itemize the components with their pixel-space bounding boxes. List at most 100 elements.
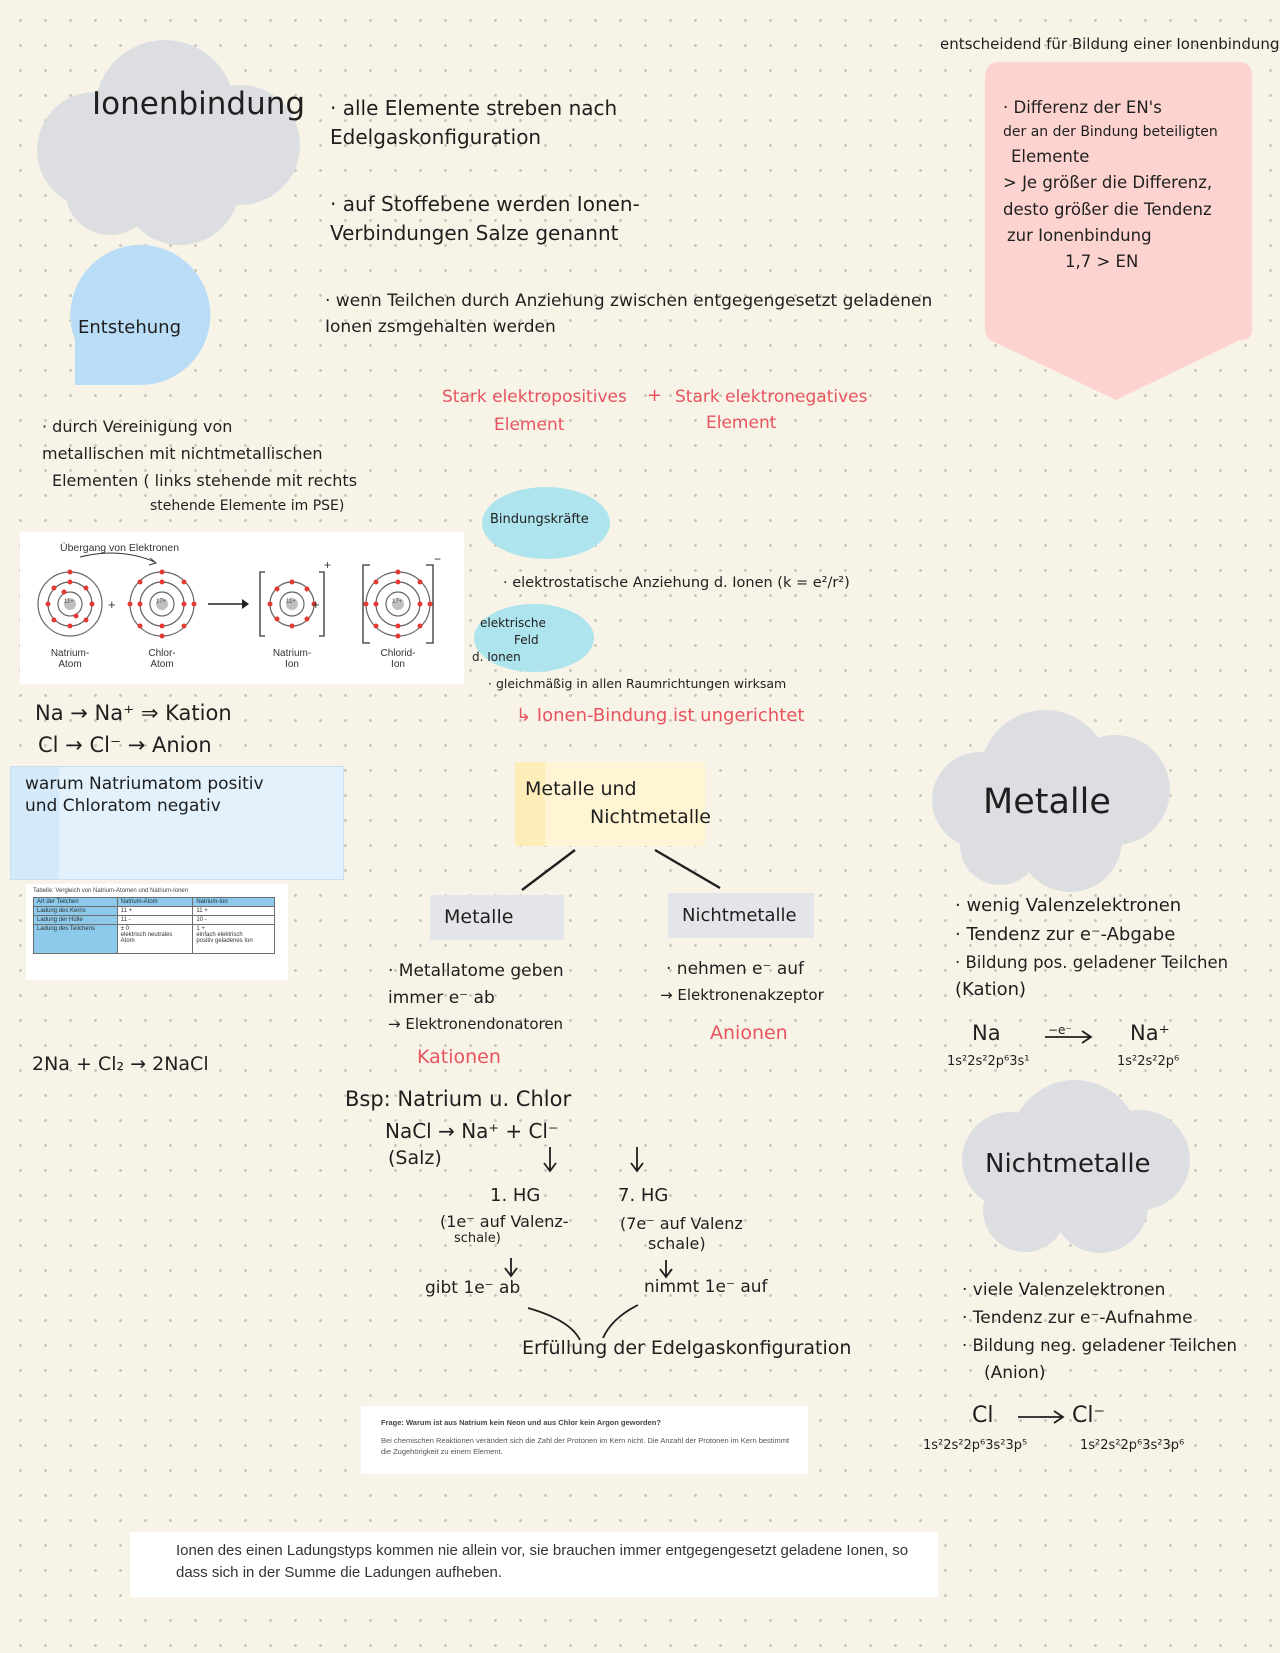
- example-equation: NaCl → Na⁺ + Cl⁻: [385, 1119, 559, 1143]
- diagram-label: Natrium- Atom: [50, 648, 90, 670]
- metalle-cloud: [932, 710, 1170, 892]
- diagram-label: Chlor- Atom: [148, 648, 176, 670]
- example-left-note-line: schale): [454, 1231, 501, 1247]
- criterion-heading: entscheidend für Bildung einer Ionenbind…: [940, 35, 1280, 53]
- metalle-line: · wenig Valenzelektronen: [955, 895, 1182, 916]
- tree-left-text: · Metallatome geben immer e⁻ ab → Elektr…: [388, 958, 638, 1036]
- intro-point-3: · wenn Teilchen durch Anziehung zwischen…: [325, 291, 933, 338]
- feld-label: elektrische Feld d. Ionen: [472, 615, 546, 665]
- tree-line-right: [654, 848, 721, 890]
- intro-point-1: · alle Elemente streben nach Edelgaskonf…: [330, 96, 618, 149]
- reaction-equation: 2Na + Cl₂ → 2NaCl: [32, 1053, 209, 1075]
- tree-root-box: Metalle und Nichtmetalle: [515, 762, 711, 846]
- elements-left-element: Element: [494, 415, 565, 435]
- tree-root-line: Metalle und: [525, 778, 637, 800]
- tree-left-line: · Metallatome geben: [388, 961, 564, 981]
- entstehung-blob: [70, 245, 211, 386]
- table-header: Natrium-Ion: [192, 897, 275, 907]
- tree-left-line: immer e⁻ ab: [388, 988, 495, 1009]
- criterion-line: > Je größer die Differenz,: [1003, 173, 1213, 193]
- tree-right-node: Nichtmetalle: [668, 893, 814, 938]
- diagram-label: Natrium- Ion: [272, 648, 312, 670]
- entstehung-line: Elementen ( links stehende mit rechts: [52, 471, 358, 491]
- tree-right-result: Anionen: [710, 1022, 788, 1044]
- criterion-line: 1,7 > EN: [1065, 252, 1139, 272]
- table-cell: Ladung der Hülle: [33, 915, 118, 925]
- example-result: Erfüllung der Edelgaskonfiguration: [522, 1337, 852, 1359]
- svg-text:+: +: [108, 597, 116, 612]
- diagram-title: Übergang von Elektronen: [60, 542, 180, 554]
- criterion-line: · Differenz der EN's: [1003, 98, 1162, 117]
- table-cell: 11 +: [192, 906, 275, 916]
- page-title: Ionenbindung: [92, 86, 306, 122]
- table-cell: Ladung des Teilchens: [33, 924, 118, 954]
- nucleus-label: 11+: [286, 599, 296, 605]
- example-heading: Bsp: Natrium u. Chlor: [345, 1087, 572, 1111]
- tree-right-text: · nehmen e⁻ auf → Elektronenakzeptor: [660, 956, 896, 1007]
- nichtmetalle-conf-right: 1s²2s²2p⁶3s²3p⁶: [1080, 1438, 1185, 1453]
- table-header: Art der Teilchen: [33, 897, 118, 907]
- example-arrows: [504, 1147, 673, 1341]
- bindungskraefte-blob: [482, 487, 610, 559]
- criterion-line: der an der Bindung beteiligten: [1003, 124, 1218, 141]
- diagram-label: Chlorid- Ion: [380, 648, 416, 670]
- table-cell: ± 0 elektrisch neutrales Atom: [116, 924, 194, 954]
- table-header: Natrium-Atom: [116, 897, 194, 907]
- tree-root-line: Nichtmetalle: [590, 805, 711, 828]
- example-right-action: nimmt 1e⁻ auf: [644, 1277, 768, 1297]
- metalle-text: · wenig Valenzelektronen · Tendenz zur e…: [955, 892, 1275, 1005]
- frage-card: Frage: Warum ist aus Natrium kein Neon u…: [361, 1406, 808, 1474]
- criterion-line: desto größer die Tendenz: [1003, 199, 1212, 219]
- tree-line-left: [521, 849, 576, 891]
- nichtmetalle-line: (Anion): [984, 1363, 1046, 1384]
- metalle-line: (Kation): [955, 978, 1027, 1000]
- criterion-line: Elemente: [1011, 146, 1090, 166]
- bindungskraefte-text: · elektrostatische Anziehung d. Ionen (k…: [503, 575, 850, 591]
- frage-text: Bei chemischen Reaktionen verändert sich…: [381, 1436, 790, 1456]
- entstehung-text: · durch Vereinigung von metallischen mit…: [42, 413, 432, 518]
- metalle-conf-right: 1s²2s²2p⁶: [1117, 1054, 1180, 1069]
- example-right-hg: 7. HG: [618, 1185, 669, 1206]
- feld-label-line: elektrische: [480, 616, 546, 630]
- example-left-note: (1e⁻ auf Valenz- schale): [440, 1212, 569, 1247]
- feld-label-line: Feld: [514, 632, 539, 647]
- nucleus-label: 17+: [156, 599, 167, 605]
- example-right-note-line: (7e⁻ auf Valenz: [620, 1214, 743, 1233]
- metalle-arrow-icon: [1045, 1030, 1093, 1044]
- tree-left-node: Metalle: [430, 895, 564, 940]
- nichtmetalle-arrow-icon: [1018, 1410, 1065, 1424]
- table-cell: 11 -: [116, 915, 194, 925]
- nichtmetalle-text: · viele Valenzelektronen · Tendenz zur e…: [962, 1276, 1280, 1387]
- bindungskraefte-label: Bindungskräfte: [490, 512, 589, 527]
- tree-root-tab: [515, 762, 545, 846]
- criterion-line: zur Ionenbindung: [1007, 225, 1152, 245]
- question-box-text: warum Natriumatom positiv und Chloratom …: [25, 773, 264, 817]
- example-left-hg: 1. HG: [490, 1185, 541, 1206]
- nucleus-label: 11+: [64, 599, 74, 605]
- metalle-line: · Bildung pos. geladener Teilchen: [955, 952, 1229, 972]
- feld-label-line: d. Ionen: [472, 649, 521, 664]
- metalle-conf-left: 1s²2s²2p⁶3s¹: [947, 1054, 1030, 1069]
- metalle-label: Metalle: [983, 782, 1111, 822]
- svg-text:+: +: [312, 597, 320, 612]
- elements-plus: +: [647, 385, 663, 406]
- table-cell: Ladung des Kerns: [33, 906, 118, 916]
- tree-left-line: → Elektronendonatoren: [388, 1015, 564, 1034]
- elements-left: Stark elektropositives: [442, 387, 627, 407]
- entstehung-line: metallischen mit nichtmetallischen: [42, 444, 323, 464]
- ion-cl: Cl → Cl⁻ → Anion: [38, 733, 212, 757]
- nichtmetalle-label: Nichtmetalle: [985, 1149, 1151, 1179]
- intro-point-2: · auf Stoffebene werden Ionen-Verbindung…: [330, 192, 640, 245]
- entstehung-label: Entstehung: [78, 317, 181, 338]
- entstehung-line: · durch Vereinigung von: [42, 417, 233, 436]
- table-cell: 11 +: [116, 906, 194, 916]
- example-salt: (Salz): [388, 1147, 442, 1169]
- example-left-action: gibt 1e⁻ ab: [425, 1278, 521, 1298]
- ion-charge-minus: −: [434, 552, 442, 566]
- footer-card: Ionen des einen Ladungstyps kommen nie a…: [130, 1532, 938, 1597]
- table-caption: Tabelle: Vergleich von Natrium-Atomen un…: [33, 888, 189, 894]
- question-box-tab: [11, 767, 59, 879]
- ion-na: Na → Na⁺ ⇒ Kation: [35, 701, 232, 725]
